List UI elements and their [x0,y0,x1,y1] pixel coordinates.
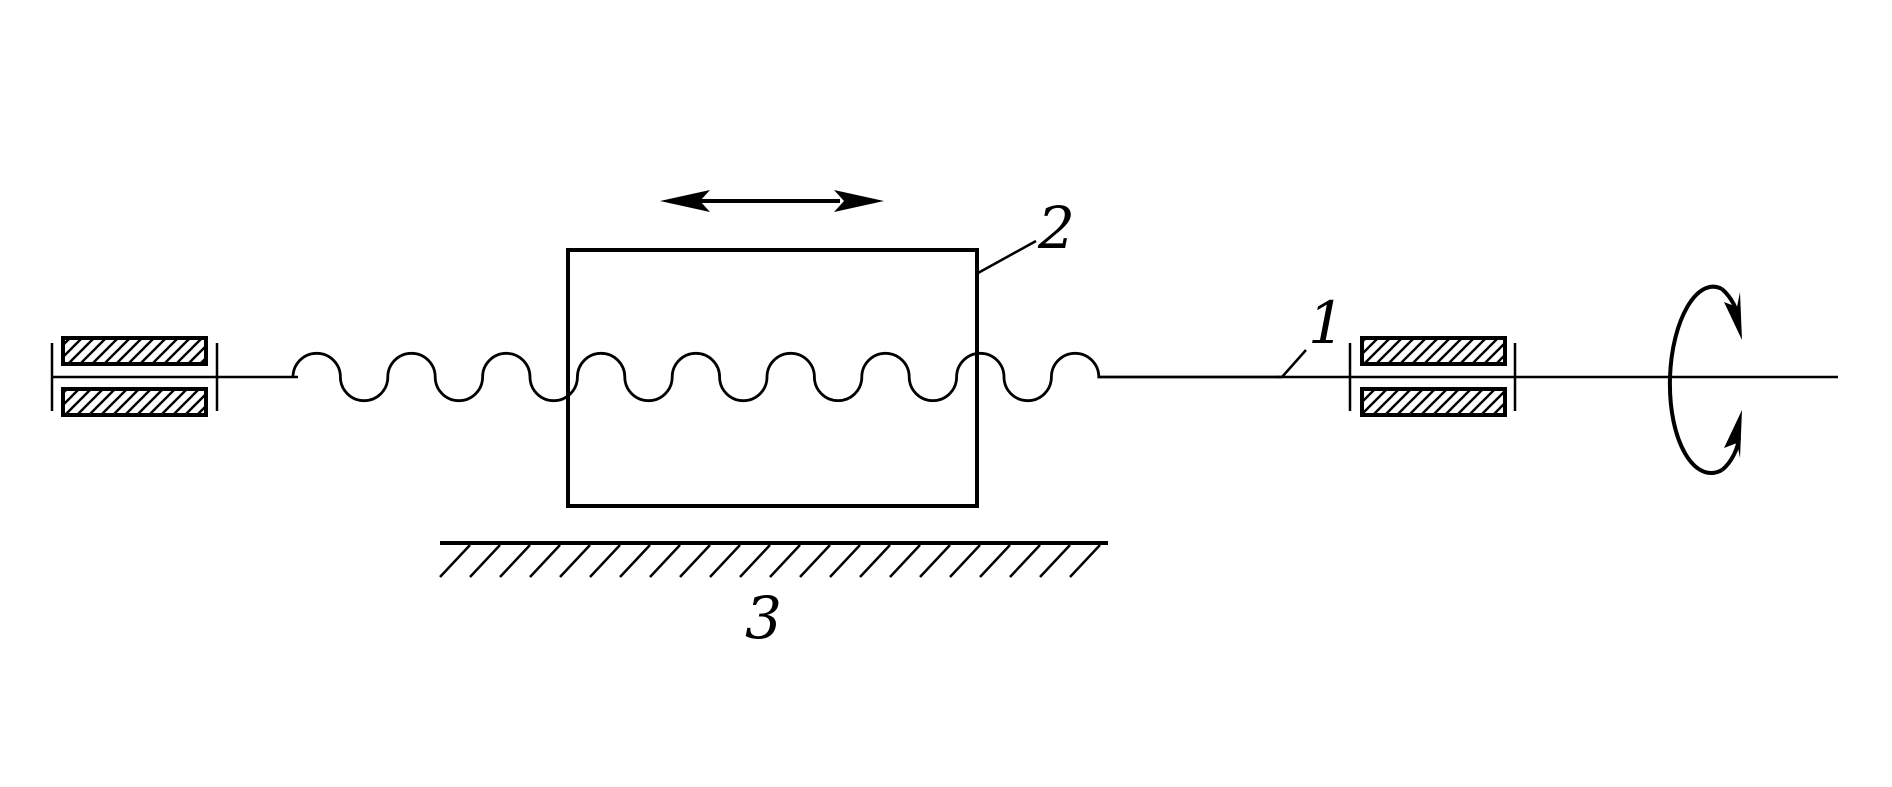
guide-ground [439,541,1108,578]
ground-hatch-line [709,544,741,578]
nut-block [566,248,979,508]
screw-leader-line [1281,349,1307,378]
ground-hatch-line [769,544,801,578]
ground-hatch-line [829,544,861,578]
ground-hatch-line [739,544,771,578]
screw-thread [291,351,1282,403]
ground-hatch-line [1039,544,1071,578]
ground-hatch-line [679,544,711,578]
ground-hatch-line [919,544,951,578]
rotation-arrow-icon [1667,284,1742,475]
ground-hatch-line [979,544,1011,578]
ground-hatch-line [589,544,621,578]
nut-leader-line [977,239,1037,275]
ground-hatch-line [799,544,831,578]
ground-hatch-line [529,544,561,578]
ground-hatch-line [949,544,981,578]
right-bearing [1277,336,1838,417]
ground-hatch-line [619,544,651,578]
screw-label: 1 [1308,289,1345,357]
ground-hatching [439,544,1101,578]
ground-hatch-line [469,544,501,578]
ground-hatch-line [1009,544,1041,578]
ground-hatch-line [889,544,921,578]
ground-hatch-line [559,544,591,578]
ground-hatch-line [499,544,531,578]
ground-hatch-line [649,544,681,578]
guide-label: 3 [745,584,782,652]
nut-label: 2 [1037,194,1075,262]
double-arrow-icon [660,190,884,212]
ground-hatch-line [859,544,891,578]
ground-hatch-line [1069,544,1101,578]
left-bearing [50,336,298,417]
ground-hatch-line [439,544,471,578]
